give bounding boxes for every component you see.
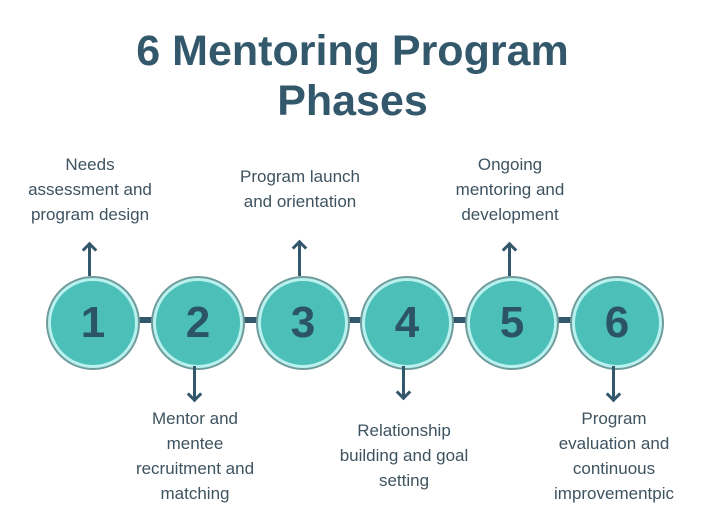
label-line: assessment and bbox=[28, 180, 152, 199]
label-line: Mentor and bbox=[152, 409, 238, 428]
phase-5-node: 5 bbox=[467, 278, 557, 368]
phase-6-node: 6 bbox=[572, 278, 662, 368]
label-line: continuous bbox=[572, 459, 656, 478]
connector-1-2 bbox=[134, 317, 154, 323]
connector-2-3 bbox=[239, 317, 259, 323]
phase-1-number: 1 bbox=[80, 298, 106, 347]
phase-2-label: Mentor and mentee recruitment and matchi… bbox=[115, 406, 275, 506]
phase-4-label: Relationship building and goal setting bbox=[324, 418, 484, 493]
phase-5-arrow-stem bbox=[508, 244, 511, 276]
phase-3-arrow-stem bbox=[298, 242, 301, 276]
phase-1-arrow-stem bbox=[88, 244, 91, 276]
title-line-1: 6 Mentoring Program bbox=[136, 27, 569, 75]
phase-4-arrow-stem bbox=[402, 366, 405, 398]
phase-6-number: 6 bbox=[604, 298, 630, 347]
phase-5-number: 5 bbox=[499, 298, 525, 347]
label-line: setting bbox=[378, 471, 430, 490]
arrow-down-icon bbox=[395, 384, 412, 401]
arrow-up-icon bbox=[81, 241, 98, 258]
label-line: program design bbox=[30, 205, 150, 224]
phase-2-number: 2 bbox=[185, 298, 211, 347]
title-line-2: Phases bbox=[277, 77, 428, 125]
label-line: Relationship bbox=[357, 421, 451, 440]
phase-3-node: 3 bbox=[258, 278, 348, 368]
label-line: and orientation bbox=[243, 192, 357, 211]
label-line: recruitment and bbox=[135, 459, 255, 478]
arrow-down-icon bbox=[605, 386, 622, 403]
phase-3-label: Program launch and orientation bbox=[220, 164, 380, 214]
arrow-up-icon bbox=[501, 241, 518, 258]
phase-1-node: 1 bbox=[48, 278, 138, 368]
label-line: development bbox=[461, 205, 559, 224]
label-line: matching bbox=[160, 484, 230, 503]
label-line: Program bbox=[581, 409, 647, 428]
phase-6-label: Program evaluation and continuous improv… bbox=[534, 406, 694, 506]
phase-6-arrow-stem bbox=[612, 366, 615, 400]
phase-2-node: 2 bbox=[153, 278, 243, 368]
label-line: mentoring and bbox=[455, 180, 565, 199]
phase-4-node: 4 bbox=[362, 278, 452, 368]
phase-3-number: 3 bbox=[290, 298, 316, 347]
label-line: Needs bbox=[65, 155, 115, 174]
connector-3-4 bbox=[344, 317, 362, 323]
arrow-up-icon bbox=[291, 239, 308, 256]
arrow-down-icon bbox=[186, 386, 203, 403]
connector-4-5 bbox=[448, 317, 467, 323]
diagram-title: 6 Mentoring Program Phases bbox=[0, 26, 705, 126]
phase-4-number: 4 bbox=[394, 298, 420, 347]
phase-2-arrow-stem bbox=[193, 366, 196, 400]
label-line: building and goal bbox=[339, 446, 469, 465]
label-line: evaluation and bbox=[558, 434, 670, 453]
connector-5-6 bbox=[553, 317, 572, 323]
label-line: mentee bbox=[166, 434, 224, 453]
phase-1-label: Needs assessment and program design bbox=[10, 152, 170, 227]
label-line: Ongoing bbox=[477, 155, 543, 174]
phase-5-label: Ongoing mentoring and development bbox=[430, 152, 590, 227]
label-line: Program launch bbox=[239, 167, 360, 186]
label-line: improvementpic bbox=[554, 484, 674, 503]
